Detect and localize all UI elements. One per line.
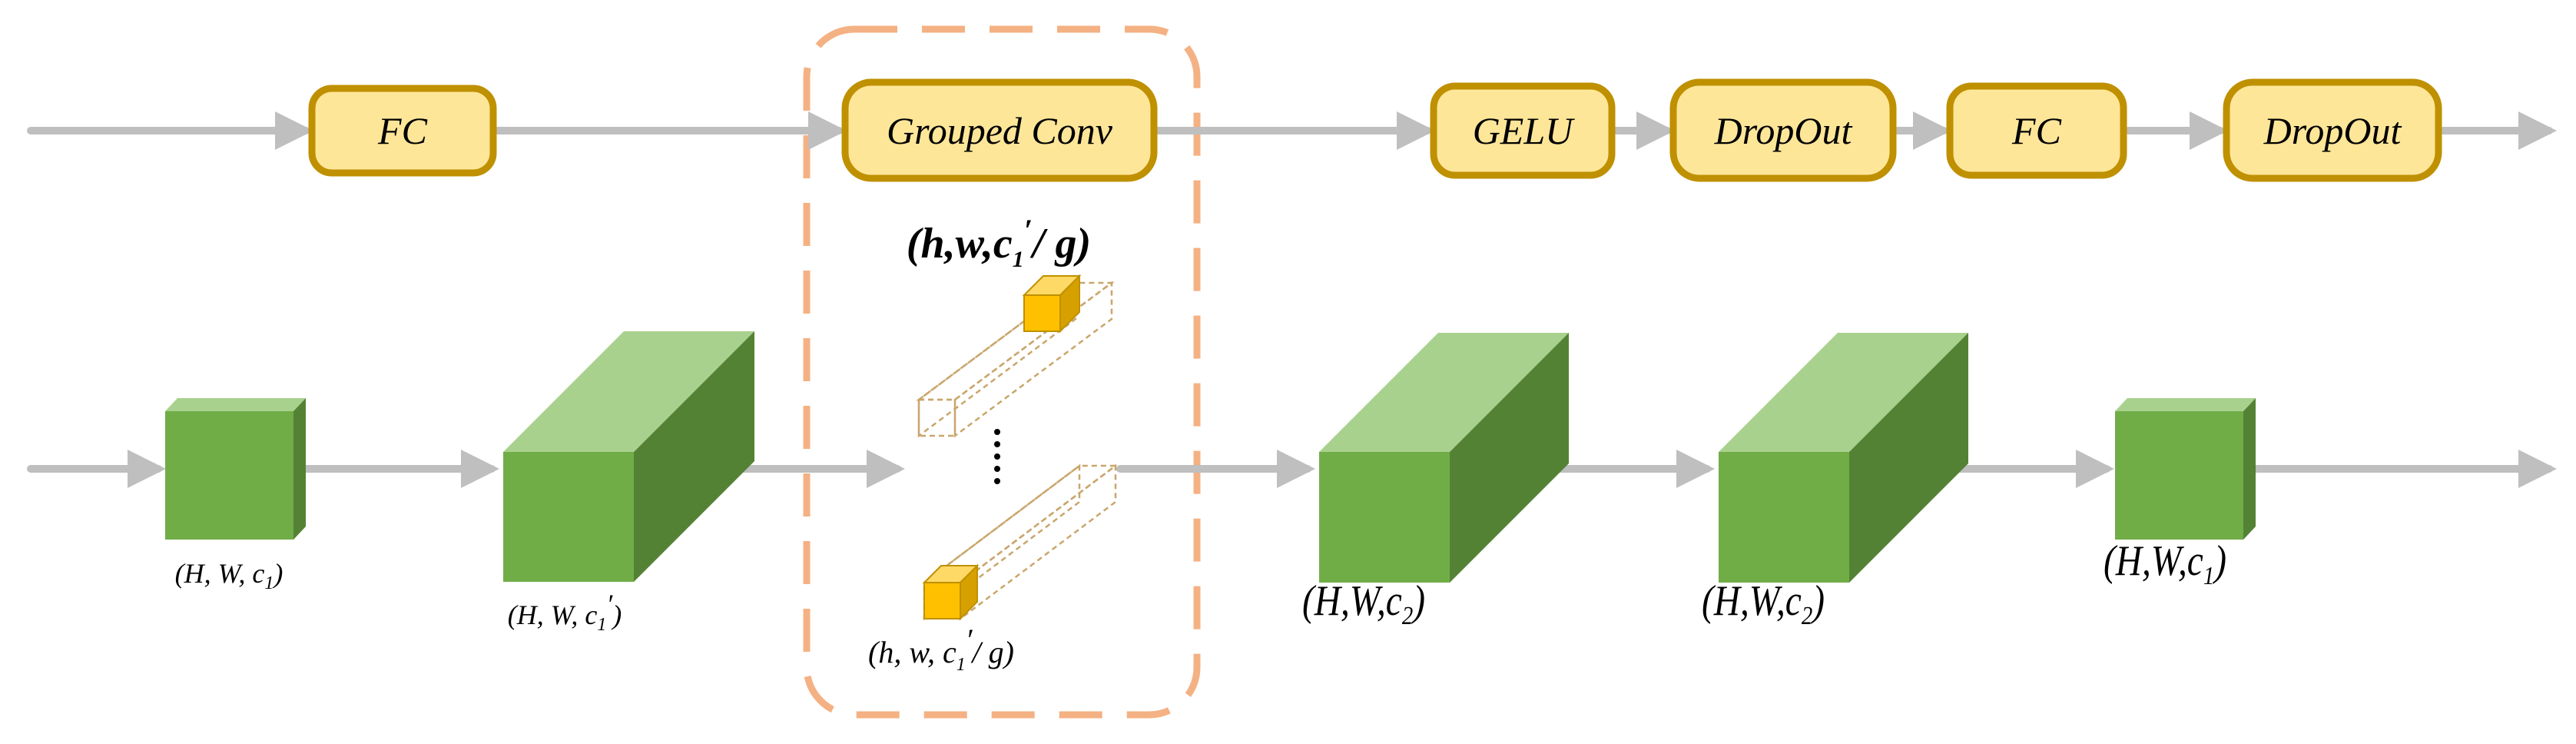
op-fc-2-label: FC (2011, 109, 2062, 152)
label-after-gelu-shape: (H,W,c2) (1302, 577, 1425, 630)
label-group-bottom-shape: (h, w, c1′/ g) (868, 623, 1014, 675)
group-slice-top (916, 274, 1115, 438)
op-dropout-2-label: DropOut (2263, 109, 2402, 152)
label-group-top-shape: (h,w,c1′/ g) (907, 213, 1091, 272)
group-bottom-yellow-cube (922, 563, 980, 621)
op-gelu: GELU (1430, 82, 1616, 179)
tensor-input-cube (165, 398, 306, 540)
label-after-fc1-shape: (H, W, c1′) (508, 589, 622, 635)
group-ellipsis (994, 429, 1000, 484)
label-after-dropout-shape: (H,W,c2) (1702, 577, 1825, 630)
op-grouped-conv-label: Grouped Conv (887, 109, 1113, 152)
tensor-after-fc1-cube (503, 331, 754, 582)
op-fc-1-label: FC (377, 109, 428, 152)
group-top-yellow-cube (1022, 274, 1082, 334)
op-gelu-label: GELU (1473, 109, 1575, 152)
grouped-conv-frame (803, 25, 1201, 719)
tensor-after-dropout-cube (1719, 333, 1968, 583)
label-output-shape: (H,W,c1) (2104, 537, 2226, 590)
op-dropout-2: DropOut (2223, 78, 2442, 182)
op-dropout-1: DropOut (1669, 78, 1897, 182)
tensor-output-cube (2115, 398, 2256, 540)
op-dropout-1-label: DropOut (1714, 109, 1853, 152)
op-fc-1: FC (308, 85, 497, 177)
label-input-shape: (H, W, c1) (175, 558, 283, 593)
op-fc-2: FC (1946, 82, 2127, 179)
group-slice-bottom (921, 463, 1119, 621)
tensor-after-gelu-cube (1319, 333, 1569, 583)
op-grouped-conv: Grouped Conv (841, 78, 1158, 182)
